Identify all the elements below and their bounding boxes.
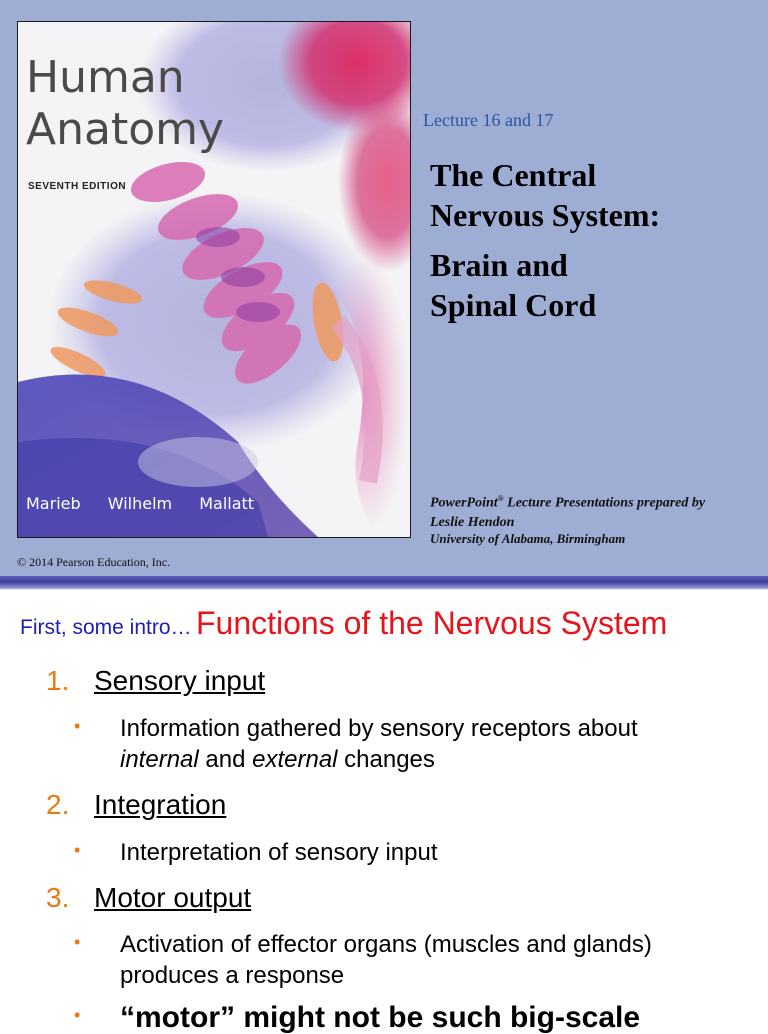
title-slide: Human Anatomy SEVENTH EDITION Marieb Wil… bbox=[0, 0, 768, 576]
item-number: 1. bbox=[46, 665, 70, 696]
cover-author: Marieb bbox=[26, 494, 81, 513]
bullet-icon: • bbox=[74, 840, 81, 860]
cover-title-line2: Anatomy bbox=[26, 104, 225, 155]
slide-title-line1: The Central bbox=[430, 157, 597, 193]
item-label: Motor output bbox=[94, 882, 252, 913]
cover-title-line1: Human bbox=[26, 52, 185, 103]
item-label: Sensory input bbox=[94, 665, 266, 696]
bullet-icon: • bbox=[74, 1005, 81, 1025]
bullet-icon: • bbox=[74, 932, 81, 952]
credits-author: Leslie Hendon bbox=[430, 514, 515, 530]
bullet-text-line: Activation of effector organs (muscles a… bbox=[120, 931, 652, 958]
university: University of Alabama, Birmingham bbox=[430, 531, 626, 546]
bullet-text: Interpretation of sensory input bbox=[120, 839, 438, 866]
list-item-sensory: 1. Sensory input bbox=[46, 665, 265, 697]
functions-heading: First, some intro… Functions of the Nerv… bbox=[20, 605, 667, 642]
item-number: 3. bbox=[46, 882, 70, 913]
lecture-number: Lecture 16 and 17 bbox=[423, 110, 554, 130]
intro-text: First, some intro… bbox=[20, 616, 192, 639]
credits: PowerPoint® Lecture Presentations prepar… bbox=[430, 489, 760, 532]
functions-title: Functions of the Nervous System bbox=[195, 605, 668, 641]
cover-author: Mallatt bbox=[199, 494, 255, 513]
emphasis-internal: internal bbox=[120, 746, 199, 773]
bullet-text-and: and bbox=[198, 746, 253, 773]
bullet-text: “motor” might not be such big-scale bbox=[120, 1001, 641, 1034]
bullet-text: Activation of effector organs (muscles a… bbox=[120, 929, 740, 991]
slide-subtitle-line1: Brain and bbox=[430, 247, 568, 283]
slide-subtitle: Brain and Spinal Cord bbox=[430, 245, 760, 325]
credits-text: Lecture Presentations prepared by bbox=[503, 495, 706, 511]
slide-divider bbox=[0, 576, 768, 590]
cover-author: Wilhelm bbox=[107, 494, 173, 513]
list-item-motor: 3. Motor output bbox=[46, 882, 251, 914]
credits-brand: PowerPoint bbox=[430, 495, 498, 511]
cover-edition: SEVENTH EDITION bbox=[28, 181, 127, 192]
list-item-integration: 2. Integration bbox=[46, 789, 226, 821]
bullet-text-line: Information gathered by sensory receptor… bbox=[120, 715, 638, 742]
item-label: Integration bbox=[94, 789, 227, 820]
bullet-icon: • bbox=[74, 716, 81, 736]
bullet-text-line: produces a response bbox=[120, 962, 345, 989]
item-number: 2. bbox=[46, 789, 70, 820]
slide-subtitle-line2: Spinal Cord bbox=[430, 287, 597, 323]
slide-title: The Central Nervous System: bbox=[430, 155, 760, 235]
slide-title-line2: Nervous System: bbox=[430, 197, 661, 233]
cover-title: Human Anatomy bbox=[26, 52, 224, 156]
cover-authors: Marieb Wilhelm Mallatt bbox=[26, 494, 276, 513]
registered-mark: ® bbox=[497, 494, 504, 503]
emphasis-external: external bbox=[252, 746, 338, 773]
cover-xray-image bbox=[18, 22, 410, 537]
copyright: © 2014 Pearson Education, Inc. bbox=[17, 555, 171, 569]
bullet-text: Information gathered by sensory receptor… bbox=[120, 713, 740, 775]
bullet-text-changes: changes bbox=[337, 746, 435, 773]
book-cover: Human Anatomy SEVENTH EDITION Marieb Wil… bbox=[17, 21, 411, 538]
